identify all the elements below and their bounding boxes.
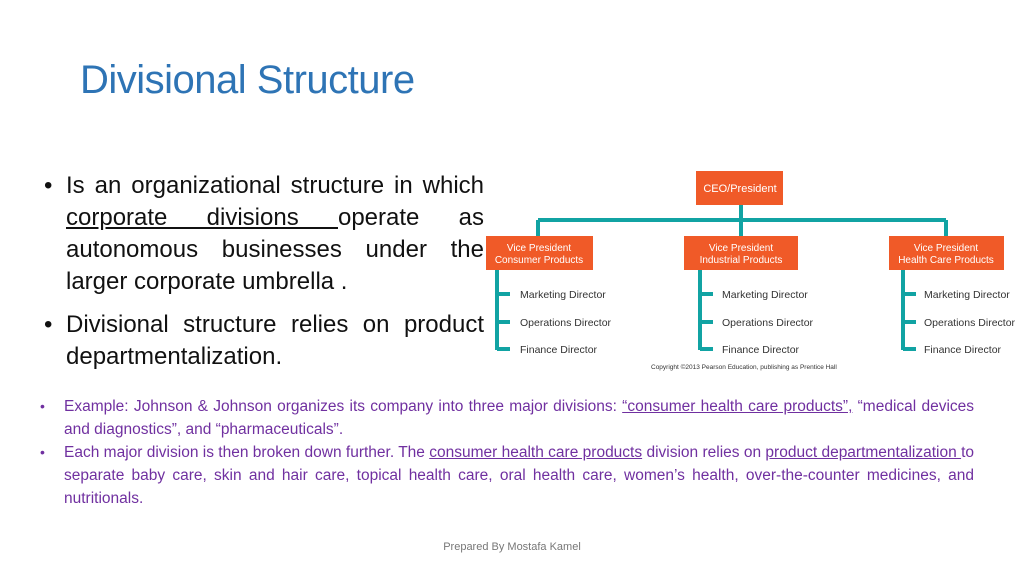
vp-industrial-line2: Industrial Products	[700, 255, 783, 266]
connector-lines	[495, 205, 948, 351]
org-chart: CEO/President Vice President Consumer Pr…	[486, 171, 1016, 371]
example-jnj: Example: Johnson & Johnson organizes its…	[40, 395, 974, 441]
ceo-box	[696, 171, 783, 205]
vp-consumer-box: Vice President Consumer Products	[486, 236, 593, 270]
vp-healthcare-line1: Vice President	[914, 243, 979, 254]
vp-healthcare-line2: Health Care Products	[898, 255, 994, 266]
footer-credit: Prepared By Mostafa Kamel	[443, 541, 581, 553]
vp-consumer-line1: Vice President	[507, 243, 572, 254]
consumer-health-products-link[interactable]: consumer health care products	[429, 444, 643, 461]
industrial-marketing-director: Marketing Director	[722, 289, 808, 301]
example-text: “medical devices and diagnostics”, and “…	[64, 398, 975, 438]
bullet-text: operate as autonomous businesses under t…	[66, 204, 485, 295]
bullet-definition: Is an organizational structure in which …	[44, 170, 484, 298]
consumer-finance-director: Finance Director	[520, 344, 598, 356]
vp-industrial-box: Vice President Industrial Products	[684, 236, 798, 270]
example-text: Each major division is then broken down …	[64, 444, 430, 461]
example-text: Example: Johnson & Johnson organizes its…	[64, 398, 623, 415]
industrial-finance-director: Finance Director	[722, 344, 800, 356]
bullet-departmentalization: Divisional structure relies on product d…	[44, 309, 484, 373]
consumer-marketing-director: Marketing Director	[520, 289, 606, 301]
example-text: division relies on	[642, 444, 766, 461]
healthcare-marketing-director: Marketing Director	[924, 289, 1010, 301]
example-breakdown: Each major division is then broken down …	[40, 441, 974, 510]
vp-healthcare-box: Vice President Health Care Products	[889, 236, 1004, 270]
vp-industrial-line1: Vice President	[709, 243, 774, 254]
example-bullets: Example: Johnson & Johnson organizes its…	[40, 395, 974, 510]
healthcare-finance-director: Finance Director	[924, 344, 1002, 356]
ceo-label: CEO/President	[703, 183, 776, 195]
consumer-operations-director: Operations Director	[520, 317, 612, 329]
slide-title: Divisional Structure	[80, 58, 415, 102]
product-departmentalization-link[interactable]: product departmentalization	[765, 444, 962, 461]
bullet-text: Is an organizational structure in which	[66, 172, 484, 199]
vp-consumer-line2: Consumer Products	[495, 255, 583, 266]
industrial-operations-director: Operations Director	[722, 317, 814, 329]
healthcare-operations-director: Operations Director	[924, 317, 1016, 329]
corporate-divisions-link[interactable]: corporate divisions	[66, 204, 338, 231]
consumer-health-link[interactable]: “consumer health care products”,	[622, 398, 853, 415]
copyright-note: Copyright ©2013 Pearson Education, publi…	[651, 363, 837, 371]
example-text: to separate baby care, skin and hair car…	[64, 444, 974, 507]
main-bullets: Is an organizational structure in which …	[44, 170, 484, 384]
